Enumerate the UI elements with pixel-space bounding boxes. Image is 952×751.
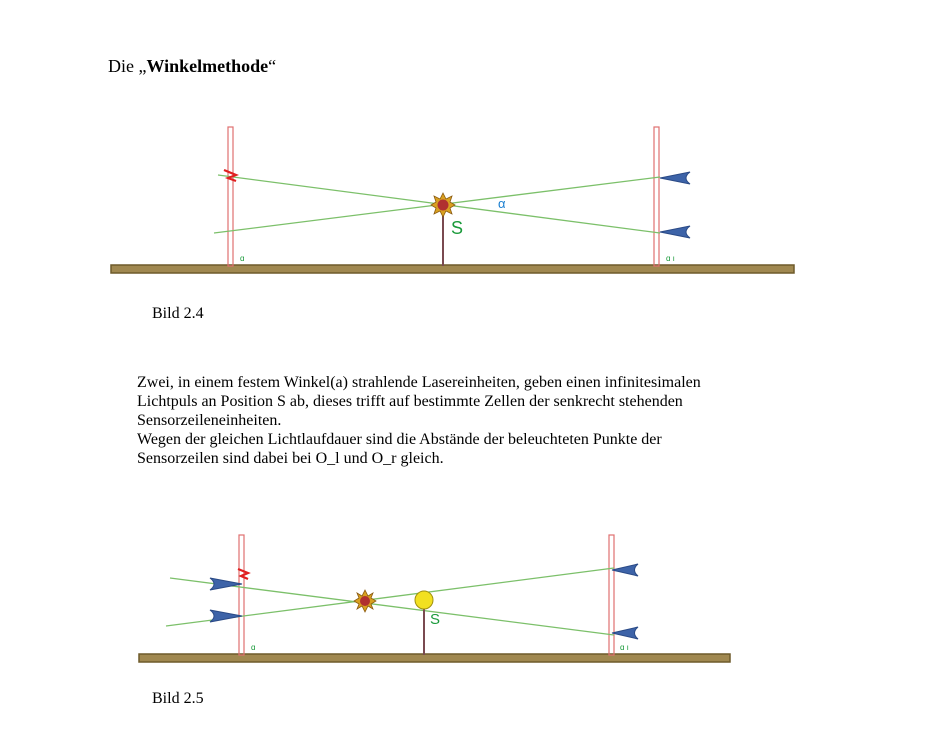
- caption-bild-2-4: Bild 2.4: [152, 305, 204, 322]
- emitter-icon-left-upper: [209, 577, 243, 591]
- title-bold: Winkelmethode: [146, 56, 269, 76]
- label-o-right: ɑ ı: [666, 254, 675, 263]
- title-prefix: Die „: [108, 56, 147, 76]
- label-o-right: ɑ ı: [620, 643, 629, 652]
- paragraph-line: Sensorzeileneinheiten.: [137, 412, 282, 429]
- emitter-icon-right-upper: [659, 171, 691, 185]
- paragraph-line: Zwei, in einem festem Winkel(a) strahlen…: [137, 374, 701, 391]
- sensor-bar-left: [238, 534, 245, 656]
- ball-marker-icon: [414, 590, 434, 610]
- page-title: Die „Winkelmethode“: [108, 56, 276, 77]
- label-o-left: ɑ: [240, 254, 244, 263]
- label-s: S: [451, 218, 463, 238]
- title-suffix: “: [268, 56, 277, 76]
- caption-bild-2-5: Bild 2.5: [152, 690, 204, 707]
- emitter-icon-right-upper: [611, 563, 639, 577]
- ground-bar: [138, 653, 731, 663]
- sun-marker-icon: [353, 589, 377, 613]
- emitter-icon-right-lower: [659, 225, 691, 239]
- paragraph-line: Sensorzeilen sind dabei bei O_l und O_r …: [137, 450, 444, 467]
- label-s: S: [430, 611, 440, 628]
- emitter-icon-left-lower: [209, 609, 243, 623]
- sensor-bar-left: [227, 126, 234, 267]
- paragraph-line: Lichtpuls an Position S ab, dieses triff…: [137, 393, 683, 410]
- label-angle: α: [498, 196, 506, 211]
- ground-bar: [110, 264, 795, 274]
- paragraph-line: Wegen der gleichen Lichtlaufdauer sind d…: [137, 431, 662, 448]
- label-o-left: ɑ: [251, 643, 255, 652]
- description-paragraph: Zwei, in einem festem Winkel(a) strahlen…: [137, 373, 857, 468]
- laser-mark-icon: [223, 168, 239, 183]
- laser-mark-icon: [237, 567, 251, 581]
- sun-marker-icon: [430, 192, 456, 218]
- beam-a: [169, 577, 615, 636]
- sensor-bar-right: [653, 126, 660, 267]
- emitter-icon-right-lower: [611, 626, 639, 640]
- sensor-bar-right: [608, 534, 615, 656]
